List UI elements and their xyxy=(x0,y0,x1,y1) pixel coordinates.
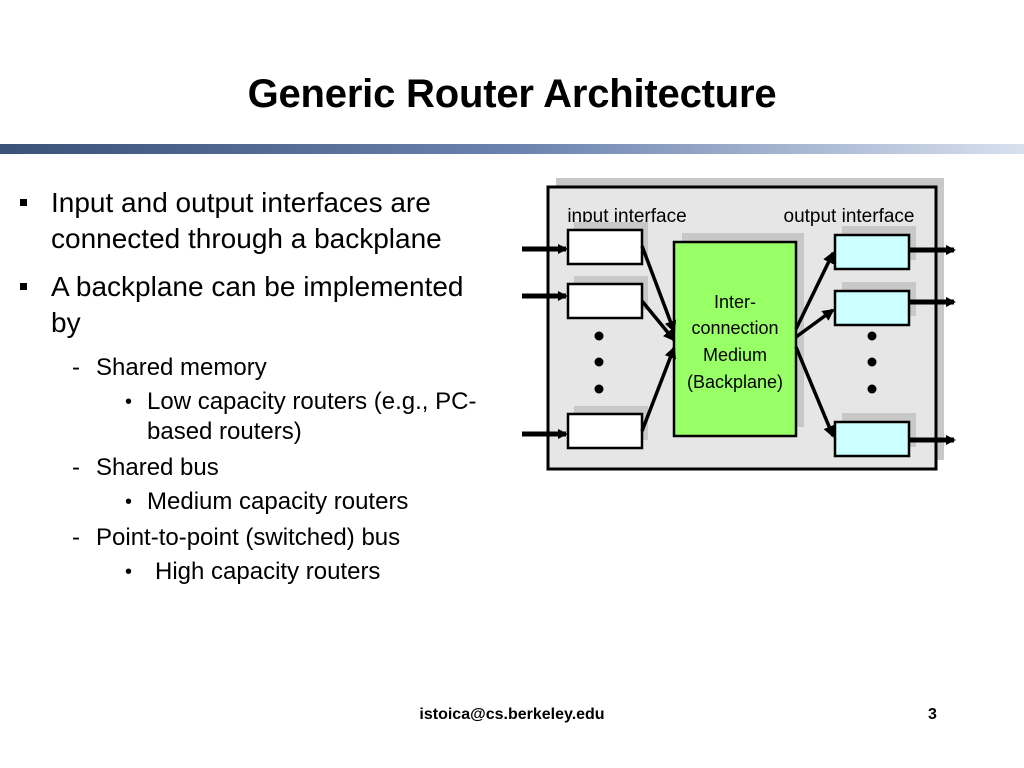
footer-email: istoica@cs.berkeley.edu xyxy=(419,706,605,723)
backplane-to-output-arrow-icon xyxy=(794,308,835,339)
bullet-text: A backplane can be implemented by xyxy=(51,271,464,338)
input-to-backplane-arrow-icon xyxy=(640,346,677,432)
dash-bullet-marker: - xyxy=(72,454,80,481)
bullet-item: A backplane can be implemented by xyxy=(0,269,471,341)
backplane-label-line: Medium xyxy=(703,345,767,365)
input-box xyxy=(566,412,644,450)
input-to-backplane-arrow-icon xyxy=(640,299,676,342)
input-interface-2 xyxy=(566,276,648,320)
backplane-label-line: Inter- xyxy=(714,292,756,312)
backplane-to-output-arrow-icon xyxy=(794,251,835,330)
title-divider xyxy=(0,144,1024,154)
sub-sub-bullet-text: High capacity routers xyxy=(155,558,381,585)
input-box xyxy=(566,228,644,266)
output-interface-label: output interface xyxy=(784,206,915,227)
output-interface-1 xyxy=(833,226,916,271)
sub-sub-bullet-item: • Low capacity routers (e.g., PC-based r… xyxy=(0,387,492,447)
output-interface-3 xyxy=(833,413,916,458)
backplane-label-line: (Backplane) xyxy=(687,372,783,392)
sub-sub-bullet-item: • Medium capacity routers xyxy=(0,487,492,517)
sub-sub-bullet-text: Medium capacity routers xyxy=(147,488,409,515)
square-bullet-icon xyxy=(20,199,27,206)
input-to-backplane-arrow-icon xyxy=(640,245,677,333)
backplane-label-line: connection xyxy=(691,318,778,338)
output-interface-2 xyxy=(833,282,916,327)
output-box xyxy=(833,420,911,458)
sub-bullet-text: Point-to-point (switched) bus xyxy=(96,524,401,551)
input-box xyxy=(566,282,644,320)
input-interface-1 xyxy=(566,222,648,266)
backplane-box xyxy=(672,240,798,438)
bullet-item: Input and output interfaces are connecte… xyxy=(0,185,471,257)
dash-bullet-marker: - xyxy=(72,524,80,551)
sub-bullet-text: Shared memory xyxy=(96,354,267,381)
output-box xyxy=(833,289,911,327)
bullet-list: Input and output interfaces are connecte… xyxy=(0,185,510,591)
output-ellipsis-icon xyxy=(867,331,877,394)
sub-bullet-item: - Point-to-point (switched) bus xyxy=(0,523,510,553)
input-ellipsis-icon xyxy=(594,331,604,394)
slide-title: Generic Router Architecture xyxy=(247,72,777,116)
sub-sub-bullet-text: Low capacity routers (e.g., PC-based rou… xyxy=(147,388,477,445)
bullet-text: Input and output interfaces are connecte… xyxy=(51,187,442,254)
sub-bullet-item: - Shared memory xyxy=(0,353,510,383)
sub-bullet-text: Shared bus xyxy=(96,454,219,481)
dot-bullet-marker: • xyxy=(125,491,133,513)
input-interface-3 xyxy=(566,406,648,450)
page-number: 3 xyxy=(928,706,937,723)
output-box xyxy=(833,233,911,271)
backplane-to-output-arrow-icon xyxy=(794,346,835,438)
sub-bullet-item: - Shared bus xyxy=(0,453,510,483)
input-interface-label: input interface xyxy=(567,206,686,227)
dot-bullet-marker: • xyxy=(125,391,133,413)
dash-bullet-marker: - xyxy=(72,354,80,381)
dot-bullet-marker: • xyxy=(125,561,133,583)
square-bullet-icon xyxy=(20,283,27,290)
sub-sub-bullet-item: • High capacity routers xyxy=(0,557,492,587)
